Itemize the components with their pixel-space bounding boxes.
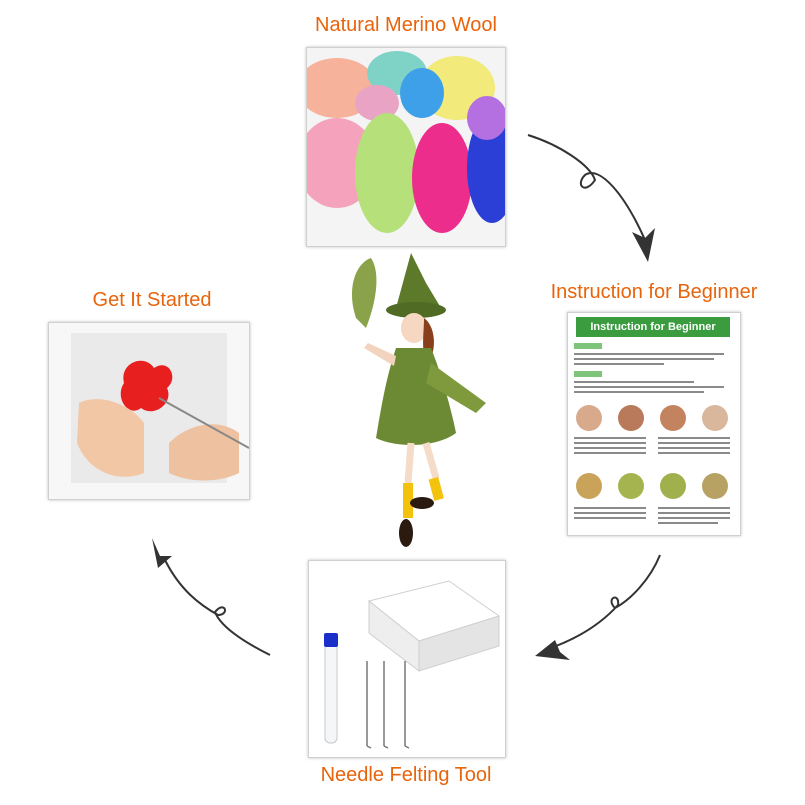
text-line xyxy=(574,437,646,439)
caution-bar xyxy=(574,371,602,377)
text-line xyxy=(574,507,646,509)
text-line xyxy=(574,447,646,449)
text-line xyxy=(574,391,704,393)
text-line xyxy=(658,522,718,524)
text-line xyxy=(574,442,646,444)
text-line xyxy=(658,447,730,449)
tips-bar xyxy=(574,343,602,349)
curved-arrow-icon xyxy=(544,554,661,651)
text-line xyxy=(574,386,724,388)
text-line xyxy=(658,452,730,454)
text-line xyxy=(574,452,646,454)
text-line xyxy=(574,381,694,383)
caption-instruction-for-beginner: Instruction for Beginner xyxy=(550,281,758,303)
curved-arrow-icon-head xyxy=(152,538,172,568)
text-line xyxy=(574,517,646,519)
curved-arrow-icon xyxy=(164,559,271,656)
felt-fairy-figure xyxy=(351,253,486,547)
caption-needle-felting-tool: Needle Felting Tool xyxy=(320,764,492,786)
get-started-photo xyxy=(48,322,250,500)
step-photo xyxy=(702,405,728,431)
wool-photo xyxy=(306,47,506,247)
curved-arrow-icon xyxy=(527,134,646,241)
curved-arrow-icon-head xyxy=(535,640,570,660)
instruction-card: Instruction for Beginner xyxy=(567,312,741,536)
text-line xyxy=(574,353,724,355)
curved-arrow-icon-head xyxy=(632,228,655,262)
text-line xyxy=(574,512,646,514)
text-line xyxy=(658,517,730,519)
instruction-card-title: Instruction for Beginner xyxy=(576,317,730,337)
text-line xyxy=(574,358,714,360)
step-photo xyxy=(576,473,602,499)
step-photo xyxy=(702,473,728,499)
text-line xyxy=(658,507,730,509)
text-line xyxy=(658,512,730,514)
step-photo xyxy=(576,405,602,431)
step-photo xyxy=(660,473,686,499)
step-photo xyxy=(618,473,644,499)
needle-tool-photo xyxy=(308,560,506,758)
step-photo xyxy=(660,405,686,431)
text-line xyxy=(574,363,664,365)
text-line xyxy=(658,437,730,439)
caption-natural-merino-wool: Natural Merino Wool xyxy=(315,14,497,36)
caption-get-it-started: Get It Started xyxy=(92,289,212,311)
step-photo xyxy=(618,405,644,431)
text-line xyxy=(658,442,730,444)
